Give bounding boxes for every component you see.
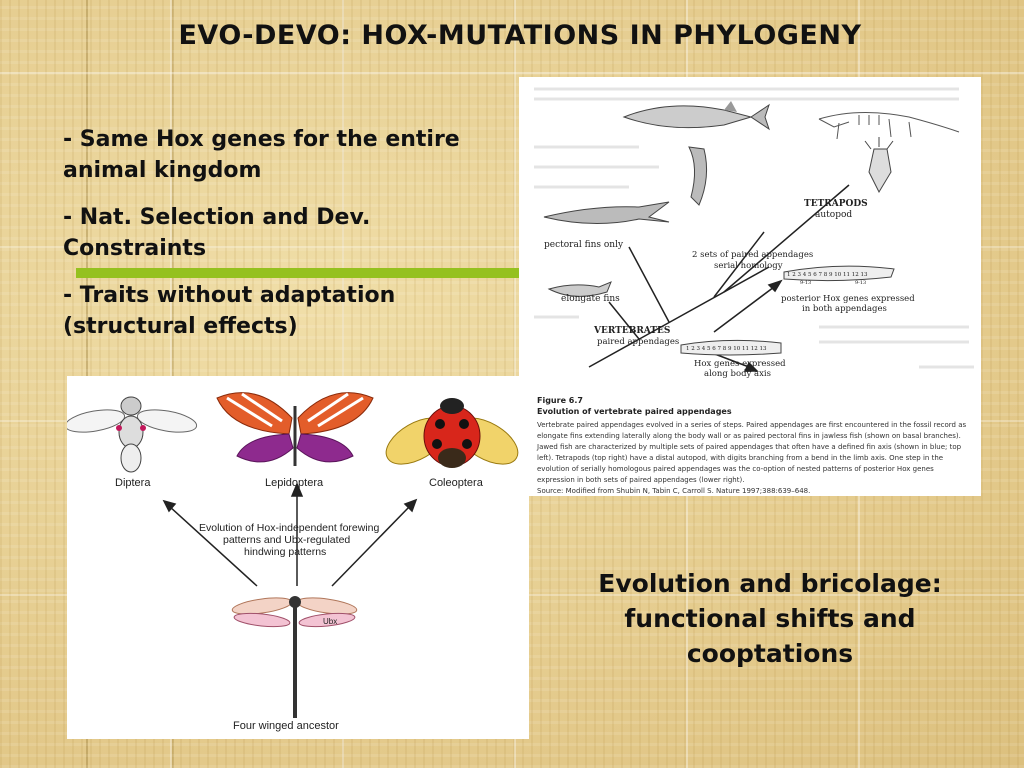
caption-title: Evolution of vertebrate paired appendage… (537, 407, 732, 416)
label-autopod: autopod (815, 210, 852, 220)
label-evolution-line1: Evolution of Hox-independent forewing (199, 522, 380, 534)
bullet-selection-constraints: - Nat. Selection and Dev. Constraints (63, 205, 371, 261)
arrows (162, 482, 418, 587)
bullet-hox-genes: - Same Hox genes for the entire animal k… (63, 127, 460, 183)
posterior-hox-fish (783, 265, 895, 282)
pectoral-fin-fish (543, 201, 670, 224)
label-posterior-hox-2: in both appendages (802, 304, 887, 314)
label-gene-numbers-bottom: 1 2 3 4 5 6 7 8 9 10 11 12 13 (686, 346, 767, 352)
jawed-fish-drawing (622, 101, 770, 131)
caption-body: Vertebrate paired appendages evolved in … (537, 421, 967, 484)
insect-diagram: Diptera Lepidoptera Coleoptera Evolution… (64, 392, 519, 732)
insect-figure: Diptera Lepidoptera Coleoptera Evolution… (64, 376, 529, 739)
caption-source: Source: Modified from Shubin N, Tabin C,… (537, 487, 811, 495)
label-two-sets: 2 sets of paired appendages (692, 250, 813, 260)
label-gene-range-a: 9-13 (800, 280, 811, 286)
label-hox-body-2: along body axis (704, 369, 771, 379)
vertebrate-figure: TETRAPODS autopod pectoral fins only 2 s… (519, 77, 981, 496)
label-hox-body-1: Hox genes expressed (694, 359, 786, 369)
bullet-traits-without-adaptation: - Traits without adaptation (structural … (63, 283, 396, 339)
label-lepidoptera: Lepidoptera (265, 477, 324, 489)
label-pectoral-fins: pectoral fins only (544, 240, 624, 250)
label-paired-appendages: paired appendages (597, 337, 679, 347)
conclusion-text: Evolution and bricolage: functional shif… (598, 569, 942, 668)
arrows (690, 279, 783, 372)
label-diptera: Diptera (115, 477, 151, 489)
caption-number: Figure 6.7 (537, 396, 583, 405)
elongate-fin-fish (547, 281, 612, 297)
label-vertebrates: VERTEBRATES (593, 326, 670, 336)
label-four-winged-ancestor: Four winged ancestor (233, 720, 339, 732)
label-ubx: Ubx (323, 617, 337, 626)
vertebrate-diagram: TETRAPODS autopod pectoral fins only 2 s… (534, 87, 974, 379)
label-gene-range-b: 9-13 (855, 280, 866, 286)
phylogeny-tree (588, 184, 850, 368)
tetrapod-skeleton-drawing (818, 112, 960, 140)
label-gene-numbers-top: 1 2 3 4 5 6 7 8 9 10 11 12 13 (787, 272, 868, 278)
coleoptera-ladybug-drawing (385, 398, 519, 468)
figure-caption: Figure 6.7 Evolution of vertebrate paire… (537, 395, 967, 497)
label-coleoptera: Coleoptera (429, 477, 484, 489)
label-evolution-line2: patterns and Ubx-regulated (223, 534, 350, 546)
fin-drawing (688, 137, 894, 206)
lepidoptera-butterfly-drawing (216, 392, 374, 466)
bullet-list: - Same Hox genes for the entire animal k… (63, 124, 463, 358)
label-elongate-fins: elongate fins (561, 294, 620, 304)
label-posterior-hox-1: posterior Hox genes expressed (781, 294, 915, 304)
diptera-fly-drawing (64, 396, 198, 473)
label-evolution-line3: hindwing patterns (244, 546, 326, 558)
four-winged-ancestor-drawing (231, 596, 358, 718)
green-divider (76, 268, 522, 278)
slide-title: EVO-DEVO: HOX-MUTATIONS IN PHYLOGENY (178, 20, 862, 51)
body-axis-fish (680, 339, 782, 356)
label-serial-homology: serial homology (714, 261, 783, 271)
label-tetrapods: TETRAPODS (804, 199, 868, 209)
